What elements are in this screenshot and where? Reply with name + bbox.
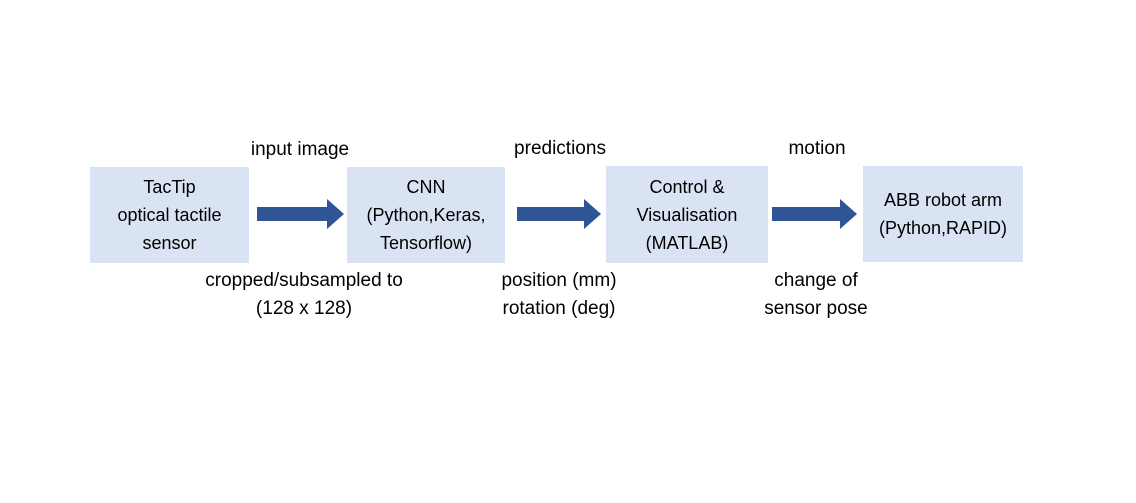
node-cnn: CNN (Python,Keras, Tensorflow) [347,167,505,263]
label-line: rotation (deg) [502,298,616,319]
node-text-line: Visualisation [636,204,738,225]
arrow-right-icon [517,199,601,229]
node-text-line: Control & [649,176,725,197]
label-line: (128 x 128) [255,298,353,319]
label-line: position (mm) [501,270,617,291]
node-text-line: (Python,Keras, [366,205,486,225]
node-control-visualisation: Control & Visualisation (MATLAB) [606,166,768,263]
node-text-line: Tensorflow) [379,233,473,253]
arrow-sublabel-cropped-subsampled: cropped/subsampled to (128 x 128) [205,267,403,323]
arrow-label-input-image: input image [250,139,350,160]
arrow-shape [517,199,601,229]
node-text-line: sensor [142,233,197,253]
arrow-sublabel-change-sensor-pose: change of sensor pose [764,267,868,323]
label-line: cropped/subsampled to [205,270,403,291]
node-text-line: ABB robot arm [883,190,1003,210]
node-text-line: optical tactile [117,205,222,225]
label-line: sensor pose [764,298,868,319]
arrow-shape [772,199,857,229]
node-text-line: (MATLAB) [645,232,729,253]
node-text-line: TacTip [143,177,196,197]
arrow-right-icon [257,199,344,229]
node-text-line: (Python,RAPID) [878,218,1008,238]
arrow-label-predictions: predictions [514,138,606,159]
label-line: change of [774,270,858,291]
arrow-sublabel-position-rotation: position (mm) rotation (deg) [501,267,616,323]
node-abb-robot-arm: ABB robot arm (Python,RAPID) [863,166,1023,262]
arrow-shape [257,199,344,229]
arrow-label-motion: motion [788,138,846,159]
node-tactip-sensor: TacTip optical tactile sensor [90,167,249,263]
arrow-right-icon [772,199,857,229]
node-text-line: CNN [406,177,446,197]
